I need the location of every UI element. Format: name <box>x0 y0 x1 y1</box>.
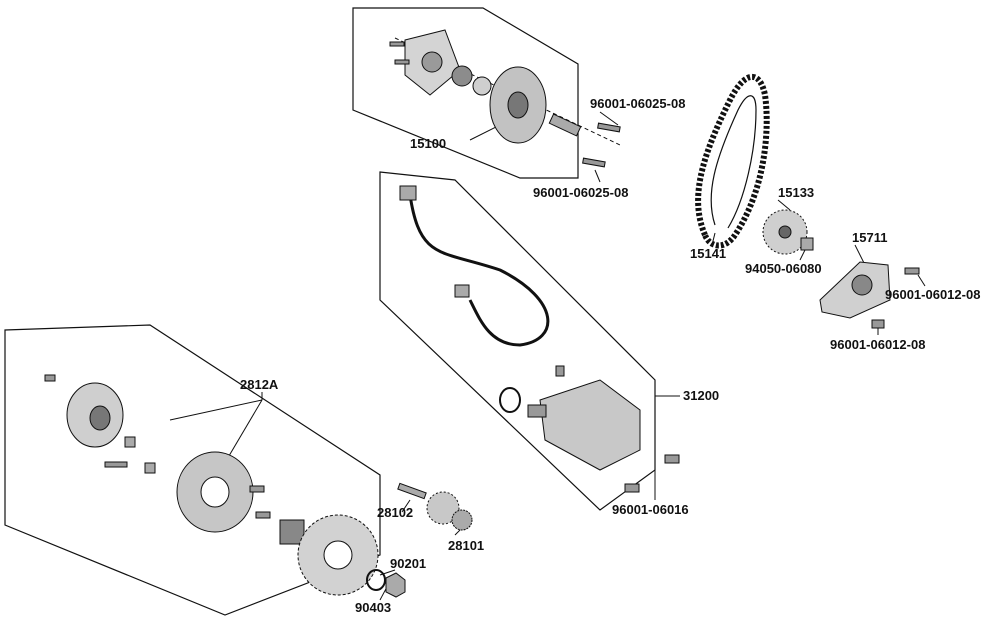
cable-boot <box>399 185 417 201</box>
washer-90201 <box>366 569 386 591</box>
oil-pump-parts <box>389 29 621 168</box>
label-28101: 28101 <box>448 538 485 553</box>
drive-chain-inner <box>710 95 757 229</box>
pump-body-hub <box>507 91 529 119</box>
clutch-roller-1 <box>124 436 136 448</box>
sprocket-hub <box>778 225 792 239</box>
leader-94050 <box>799 249 806 261</box>
label-96001-06016: 96001-06016 <box>612 502 689 517</box>
leader-28102 <box>401 499 411 513</box>
clutch-hub-center <box>89 405 111 431</box>
starter-top-screw <box>555 365 565 377</box>
starter-oring <box>499 387 521 413</box>
leader-2812A-a <box>169 399 263 421</box>
pump-shaft <box>548 113 582 137</box>
label-15133: 15133 <box>778 185 815 200</box>
idle-shaft-28102 <box>397 482 427 500</box>
pump-bolt-1 <box>597 122 621 133</box>
nut-90403 <box>385 572 406 598</box>
clutch-bolt-2 <box>255 511 271 519</box>
guide-bolt-1 <box>904 267 920 275</box>
pump-screw-2 <box>394 59 410 65</box>
label-15711: 15711 <box>852 230 888 245</box>
pump-cover-hub <box>421 51 443 73</box>
label-90403: 90403 <box>355 600 392 615</box>
label-28102: 28102 <box>377 505 414 520</box>
leader-28101 <box>454 529 461 536</box>
label-31200: 31200 <box>683 388 720 403</box>
label-96001-06025-08-lower: 96001-06025-08 <box>533 185 629 200</box>
label-96001-06025-08-upper: 96001-06025-08 <box>590 96 686 111</box>
label-2812A: 2812A <box>240 377 279 392</box>
label-15141: 15141 <box>690 246 727 261</box>
clutch-roller-2 <box>144 462 156 474</box>
starter-motor-parts <box>399 185 680 493</box>
label-96001-06012-08-upper: 96001-06012-08 <box>885 287 981 302</box>
starter-bolt-2 <box>624 483 640 493</box>
pump-inner-rotor <box>451 65 473 87</box>
clutch-spring-1 <box>104 461 128 468</box>
label-15100: 15100 <box>410 136 447 151</box>
pump-bolt-2 <box>582 157 606 168</box>
idle-gear-28101-large <box>426 491 460 525</box>
starter-bolt-1 <box>664 454 680 464</box>
starter-motor-body <box>539 379 641 471</box>
starter-clutch-group-outline <box>4 324 381 616</box>
one-way-clutch-center <box>200 476 230 508</box>
chain-parts <box>695 73 920 329</box>
woodruff-key <box>44 374 56 382</box>
cable-terminal <box>454 284 470 298</box>
label-94050-06080: 94050-06080 <box>745 261 822 276</box>
nut-94050 <box>800 237 814 251</box>
pump-outer-rotor <box>472 76 492 96</box>
leader-15133 <box>777 199 791 211</box>
starter-cable <box>408 194 550 347</box>
pump-screw-1 <box>389 41 405 47</box>
leader-bolt-c <box>917 274 926 287</box>
starter-gear-shaft <box>527 404 547 418</box>
guide-bolt-2 <box>871 319 885 329</box>
oil-pump-group-outline <box>352 7 579 179</box>
leader-bolt-a <box>599 111 619 126</box>
label-90201: 90201 <box>390 556 427 571</box>
drive-chain <box>695 73 770 249</box>
chain-guide-hub <box>851 274 873 296</box>
needle-bearing <box>279 519 305 545</box>
idle-gear-28101-small <box>451 509 473 531</box>
leader-15711 <box>854 244 866 266</box>
starter-clutch-parts <box>44 374 473 598</box>
label-96001-06012-08-lower: 96001-06012-08 <box>830 337 926 352</box>
leader-bolt-b <box>594 169 601 183</box>
starter-driven-gear-hub <box>323 540 353 570</box>
clutch-bolt-1 <box>249 485 265 493</box>
